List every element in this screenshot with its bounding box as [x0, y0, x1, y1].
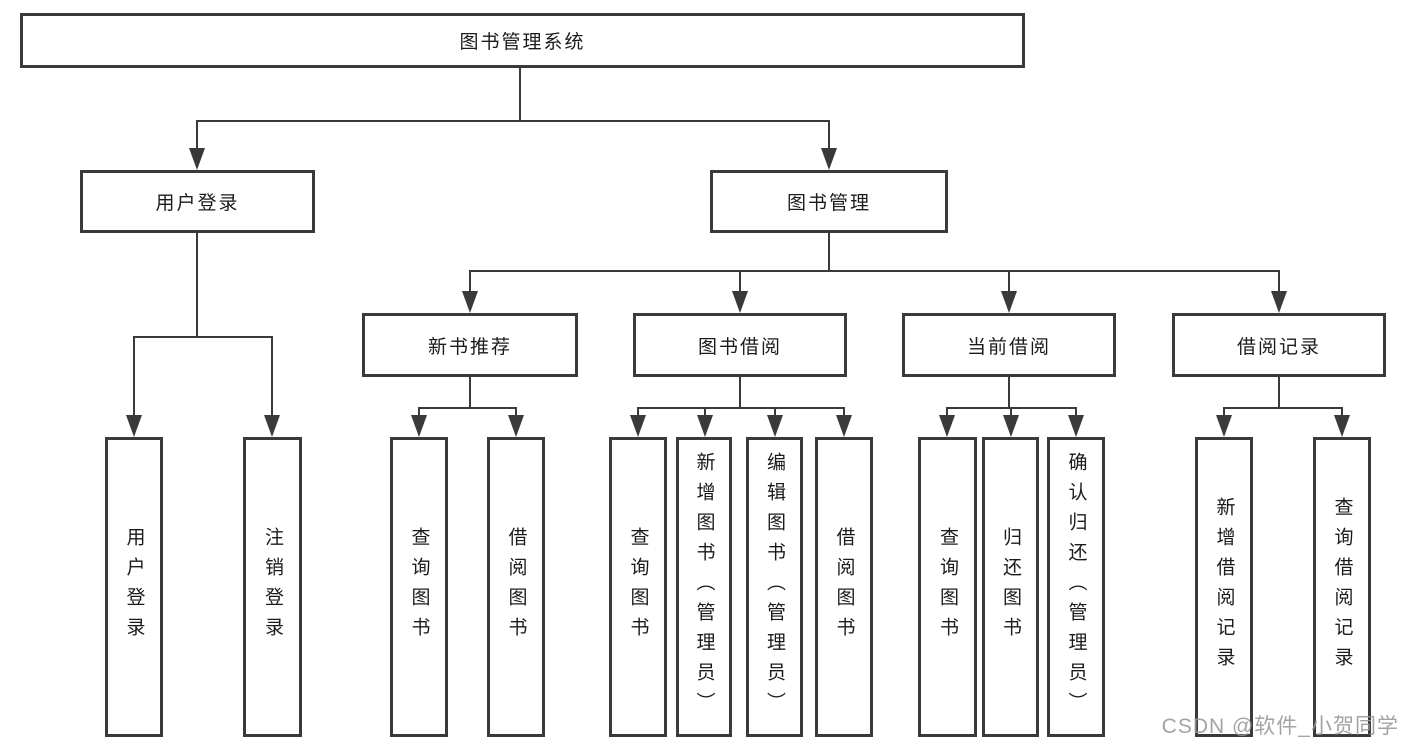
- node-current-borrowing-label: 当前借阅: [966, 336, 1051, 358]
- node-new-book-recommend: 新书推荐: [362, 313, 578, 377]
- leaf-logout-label: 注销登录: [262, 527, 283, 647]
- connector-line: [637, 407, 639, 417]
- node-root: 图书管理系统: [20, 13, 1025, 68]
- leaf-return-books: 归还图书: [982, 437, 1039, 737]
- arrowhead-down-icon: [630, 415, 646, 437]
- leaf-query-books-current: 查询图书: [918, 437, 977, 737]
- connector-line: [469, 270, 1280, 272]
- leaf-borrow-books-borrowing-label: 借阅图书: [833, 527, 855, 647]
- connector-line: [1075, 407, 1077, 417]
- connector-line: [637, 407, 845, 409]
- arrowhead-down-icon: [1001, 291, 1017, 313]
- leaf-query-books-borrowing-label: 查询图书: [627, 527, 649, 647]
- connector-line: [133, 336, 135, 417]
- arrowhead-down-icon: [939, 415, 955, 437]
- leaf-return-books-label: 归还图书: [1000, 527, 1021, 647]
- connector-line: [774, 407, 776, 417]
- connector-line: [133, 336, 273, 338]
- arrowhead-down-icon: [126, 415, 142, 437]
- arrowhead-down-icon: [1003, 415, 1019, 437]
- node-borrowing-records-label: 借阅记录: [1236, 336, 1321, 358]
- node-root-label: 图书管理系统: [459, 32, 586, 53]
- watermark: CSDN @软件_小贺同学: [1161, 715, 1399, 738]
- connector-line: [1223, 407, 1343, 409]
- arrowhead-down-icon: [462, 291, 478, 313]
- arrowhead-down-icon: [1334, 415, 1350, 437]
- leaf-add-borrow-record: 新增借阅记录: [1195, 437, 1253, 737]
- connector-line: [1278, 377, 1280, 407]
- arrowhead-down-icon: [1068, 415, 1084, 437]
- connector-line: [196, 120, 198, 150]
- leaf-add-book-admin: 新增图书（管理员）: [676, 437, 732, 737]
- leaf-query-books-borrowing: 查询图书: [609, 437, 667, 737]
- connector-line: [469, 377, 471, 407]
- leaf-query-books-current-label: 查询图书: [937, 527, 958, 647]
- connector-line: [1223, 407, 1225, 417]
- node-book-management: 图书管理: [710, 170, 948, 233]
- connector-line: [418, 407, 517, 409]
- node-new-book-recommend-label: 新书推荐: [427, 336, 512, 358]
- leaf-query-books-recommend: 查询图书: [390, 437, 448, 737]
- connector-line: [946, 407, 948, 417]
- arrowhead-down-icon: [1216, 415, 1232, 437]
- leaf-edit-book-admin-label: 编辑图书（管理员）: [764, 452, 785, 722]
- node-current-borrowing: 当前借阅: [902, 313, 1116, 377]
- leaf-edit-book-admin: 编辑图书（管理员）: [746, 437, 803, 737]
- connector-line: [739, 270, 741, 293]
- node-user-login: 用户登录: [80, 170, 315, 233]
- node-book-borrowing: 图书借阅: [633, 313, 847, 377]
- connector-line: [1008, 377, 1010, 407]
- connector-line: [704, 407, 706, 417]
- arrowhead-down-icon: [821, 148, 837, 170]
- arrowhead-down-icon: [732, 291, 748, 313]
- arrowhead-down-icon: [508, 415, 524, 437]
- leaf-add-book-admin-label: 新增图书（管理员）: [693, 452, 715, 722]
- arrowhead-down-icon: [264, 415, 280, 437]
- leaf-query-borrow-record: 查询借阅记录: [1313, 437, 1371, 737]
- arrowhead-down-icon: [836, 415, 852, 437]
- leaf-logout: 注销登录: [243, 437, 302, 737]
- leaf-query-books-recommend-label: 查询图书: [408, 527, 430, 647]
- connector-line: [843, 407, 845, 417]
- leaf-user-login: 用户登录: [105, 437, 163, 737]
- arrowhead-down-icon: [1271, 291, 1287, 313]
- connector-line: [1010, 407, 1012, 417]
- connector-line: [418, 407, 420, 417]
- arrowhead-down-icon: [189, 148, 205, 170]
- connector-line: [519, 68, 521, 120]
- leaf-borrow-books-borrowing: 借阅图书: [815, 437, 873, 737]
- arrowhead-down-icon: [767, 415, 783, 437]
- connector-line: [1278, 270, 1280, 293]
- connector-line: [196, 233, 198, 336]
- arrowhead-down-icon: [411, 415, 427, 437]
- leaf-query-borrow-record-label: 查询借阅记录: [1331, 497, 1353, 677]
- leaf-borrow-books-recommend-label: 借阅图书: [505, 527, 527, 647]
- connector-line: [739, 377, 741, 407]
- connector-line: [1341, 407, 1343, 417]
- node-book-management-label: 图书管理: [786, 193, 871, 214]
- arrowhead-down-icon: [697, 415, 713, 437]
- leaf-confirm-return-admin-label: 确认归还（管理员）: [1065, 452, 1087, 722]
- connector-line: [1008, 270, 1010, 293]
- connector-line: [469, 270, 471, 293]
- leaf-borrow-books-recommend: 借阅图书: [487, 437, 545, 737]
- node-borrowing-records: 借阅记录: [1172, 313, 1386, 377]
- connector-line: [196, 120, 830, 122]
- connector-line: [515, 407, 517, 417]
- node-user-login-label: 用户登录: [155, 193, 240, 214]
- connector-line: [271, 336, 273, 417]
- node-book-borrowing-label: 图书借阅: [697, 336, 782, 358]
- leaf-add-borrow-record-label: 新增借阅记录: [1213, 497, 1235, 677]
- leaf-confirm-return-admin: 确认归还（管理员）: [1047, 437, 1105, 737]
- connector-line: [828, 120, 830, 150]
- connector-line: [828, 233, 830, 270]
- leaf-user-login-label: 用户登录: [123, 527, 145, 647]
